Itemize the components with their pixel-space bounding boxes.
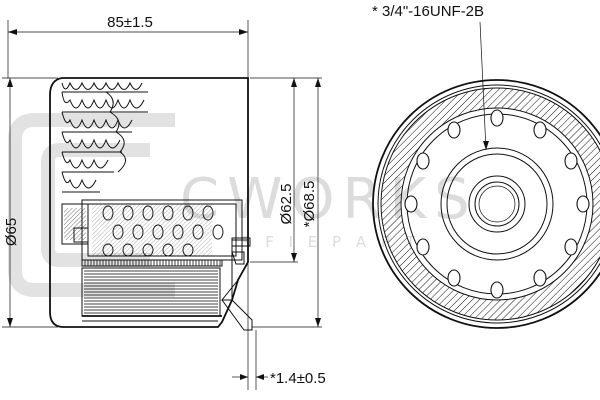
gasket-inner-diameter-label: Ø62.5 xyxy=(278,184,295,225)
bypass-valve xyxy=(61,203,89,245)
base-plate xyxy=(81,259,223,322)
length-dimension: 85±1.5 xyxy=(7,14,249,78)
filter-media-pleats xyxy=(61,81,148,193)
watermark-logo-mark xyxy=(8,113,175,297)
gasket-diameter-dimensions: Ø62.5 *Ø68.5 xyxy=(250,77,322,328)
thread-hole xyxy=(474,181,520,227)
side-view: 85±1.5 Ø65 Ø62.5 *Ø68.5 xyxy=(2,14,326,390)
gasket-ring xyxy=(381,88,600,320)
thread-boss-outer xyxy=(440,147,554,261)
watermark-tagline: R F I E P A R T xyxy=(240,233,420,251)
outer-rim xyxy=(372,79,600,329)
gasket-thickness-label: *1.4±0.5 xyxy=(270,370,326,387)
outer-diameter-dimension: Ø65 xyxy=(2,77,58,328)
outer-diameter-label: Ø65 xyxy=(3,218,20,246)
thread-callout: * 3/4"-16UNF-2B xyxy=(372,3,489,151)
gasket-outer-diameter-label: *Ø68.5 xyxy=(301,181,318,228)
length-label: 85±1.5 xyxy=(107,14,153,31)
thread-label: * 3/4"-16UNF-2B xyxy=(372,3,484,20)
gasket-thickness-dimension: *1.4±0.5 xyxy=(232,262,326,390)
end-view xyxy=(372,79,600,329)
gasket xyxy=(220,237,253,331)
filter-can-outline xyxy=(49,77,249,328)
inlet-holes xyxy=(404,109,590,299)
